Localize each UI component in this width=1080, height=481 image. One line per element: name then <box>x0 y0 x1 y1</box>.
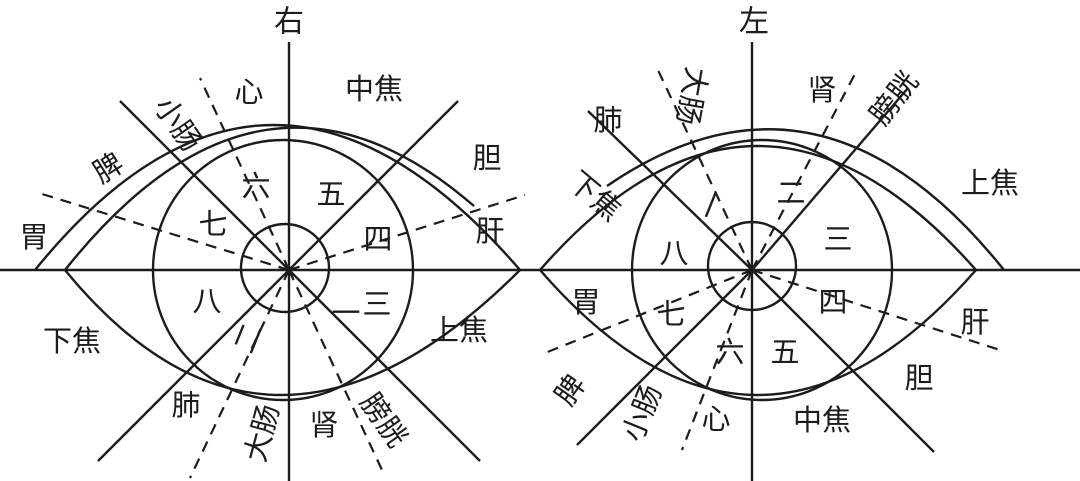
right-eye-lower-lid <box>64 269 521 396</box>
right-eye-pupil-circle <box>239 222 331 314</box>
left-eye-diagonal-nw <box>587 110 753 271</box>
right-eye-numeral-8: 八 <box>192 284 221 318</box>
right-eye-label-bladder: 膀胱 <box>353 386 414 453</box>
left-eye-numeral-2: 二 <box>776 176 805 210</box>
right-eye-dash-left <box>41 192 290 272</box>
left-eye-label-stomach: 胃 <box>571 285 600 319</box>
right-eye-label-lower-jiao: 下焦 <box>43 324 101 358</box>
left-eye-numeral-1: 一 <box>691 185 733 225</box>
left-eye-numeral-8: 八 <box>659 236 688 270</box>
left-eye-pupil-circle <box>706 220 798 312</box>
right-eye-diagram: 右 一 三 四 五 六 七 八 二 心 中焦 胆 肝 上焦 膀胱 肾 大肠 肺 … <box>0 5 526 481</box>
right-eye-label-gallbladder: 胆 <box>472 141 501 175</box>
left-eye-numeral-7: 七 <box>656 297 685 331</box>
left-eye-outer-arc <box>606 128 1005 271</box>
left-eye-upper-lid <box>539 144 977 271</box>
right-eye-label-lung: 肺 <box>171 388 200 422</box>
left-eye-label-kidney: 肾 <box>807 73 836 107</box>
left-eye-diagonal-ne <box>751 87 909 271</box>
right-eye-numeral-3: 三 <box>362 287 391 321</box>
right-eye-title: 右 <box>274 5 304 40</box>
left-eye-label-upper-jiao: 上焦 <box>961 166 1019 200</box>
left-eye-numeral-5: 五 <box>770 335 799 369</box>
left-eye-label-lower-jiao: 下焦 <box>562 164 628 227</box>
left-eye-diagram: 左 一 二 三 四 五 六 七 八 大肠 肾 膀胱 上焦 肝 胆 中焦 心 小肠… <box>520 5 1080 481</box>
right-eye-label-large-intestine: 大肠 <box>238 401 286 466</box>
right-eye-label-stomach: 胃 <box>19 220 48 254</box>
left-eye-label-middle-jiao: 中焦 <box>793 403 851 437</box>
right-eye-label-heart: 心 <box>234 75 263 109</box>
left-eye-lower-lid <box>539 269 977 396</box>
right-eye-dash-lower-left <box>189 269 290 479</box>
right-eye-diagonal-nw <box>119 100 290 271</box>
right-eye-upper-lid <box>64 126 475 271</box>
left-eye-label-spleen: 脾 <box>548 368 592 411</box>
right-eye-numeral-4: 四 <box>363 222 392 256</box>
left-eye-label-liver: 肝 <box>960 305 989 339</box>
left-eye-label-heart: 心 <box>701 402 730 436</box>
right-eye-numeral-6: 六 <box>241 169 270 203</box>
right-eye-numeral-7: 七 <box>198 207 227 241</box>
left-eye-label-bladder: 膀胱 <box>863 65 926 132</box>
left-eye-numeral-6: 六 <box>715 335 744 369</box>
left-eye-label-small-intestine: 小肠 <box>615 380 668 447</box>
left-eye-diagonal-se <box>751 269 935 453</box>
right-eye-label-middle-jiao: 中焦 <box>345 72 403 106</box>
right-eye-diagonal-se <box>288 269 481 462</box>
right-eye-iris-circle <box>151 138 415 402</box>
left-eye-numeral-3: 三 <box>823 222 852 256</box>
left-eye-dash-lower-left <box>680 269 754 451</box>
left-eye-label-gallbladder: 胆 <box>904 361 933 395</box>
right-eye-numeral-1: 一 <box>331 296 360 330</box>
right-eye-diagonal-ne <box>288 100 459 271</box>
right-eye-label-small-intestine: 小肠 <box>147 90 208 157</box>
right-eye-numeral-5: 五 <box>316 177 345 211</box>
left-eye-numeral-4: 四 <box>818 285 847 319</box>
right-eye-dash-upper-left <box>199 77 290 271</box>
left-eye-title: 左 <box>739 5 769 40</box>
left-eye-label-lung: 肺 <box>593 103 622 137</box>
left-eye-label-large-intestine: 大肠 <box>670 64 714 127</box>
right-eye-label-kidney: 肾 <box>309 408 338 442</box>
right-eye-label-liver: 肝 <box>475 214 504 248</box>
right-eye-outer-arc <box>34 123 521 271</box>
left-eye-iris-circle <box>630 138 894 402</box>
right-eye-label-upper-jiao: 上焦 <box>430 313 488 347</box>
